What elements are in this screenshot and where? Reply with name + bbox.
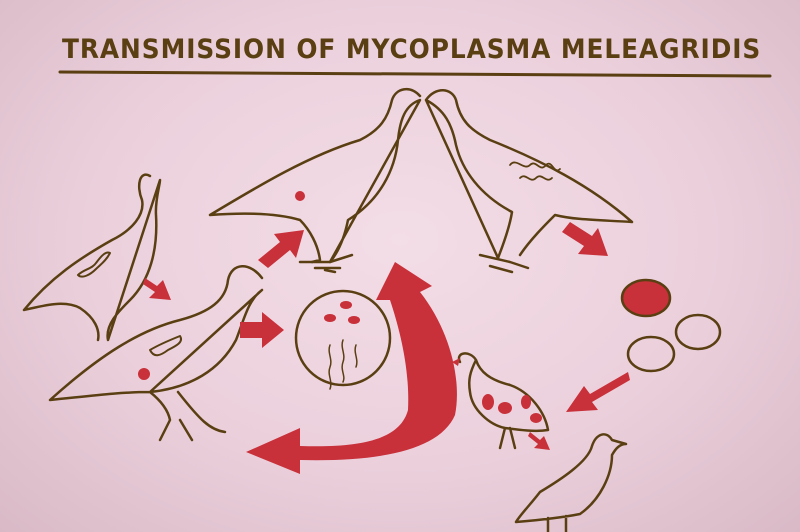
turkey-tom	[48, 265, 264, 442]
diagram-title: TRANSMISSION OF MYCOPLASMA MELEAGRIDIS	[62, 34, 762, 65]
poult-lesion	[498, 402, 512, 414]
reproductive-tract-tom	[149, 335, 182, 357]
arrow-hen-to-tom	[143, 278, 171, 300]
turkey-top-right-feet	[478, 253, 530, 274]
infection-site-tom	[138, 368, 150, 380]
poult-healthy	[514, 433, 628, 532]
mycoplasma-culture-circle	[294, 289, 392, 387]
turkey-top-right	[424, 89, 634, 260]
arrow-tom-to-culture	[240, 312, 284, 348]
turkey-top-left	[208, 88, 422, 264]
air-sac-coil	[509, 161, 561, 181]
mycoplasma-colony	[324, 314, 336, 322]
large-curved-arrow	[246, 262, 457, 474]
poult-lesion	[482, 394, 494, 410]
poult-lesion	[521, 395, 531, 409]
arrow-to-top-turkey	[258, 230, 304, 268]
poult-lesion	[530, 413, 542, 423]
title-underline	[58, 70, 772, 78]
egg-2	[626, 335, 676, 373]
turkey-top-left-feet	[298, 253, 354, 274]
egg-1	[674, 313, 722, 351]
arrow-turkey-to-egg	[562, 222, 608, 256]
mycoplasma-organisms	[328, 339, 358, 390]
poult-infected	[457, 352, 550, 450]
infection-site-top	[295, 191, 305, 201]
mycoplasma-colony	[340, 301, 352, 309]
turkey-hen-left	[22, 173, 162, 342]
poult-comb	[452, 358, 460, 366]
oviduct-left	[77, 251, 111, 278]
egg-infected	[620, 278, 672, 318]
arrow-poult-to-poult	[528, 432, 550, 450]
mycoplasma-colony	[348, 316, 360, 324]
arrow-egg-to-poult	[566, 372, 630, 412]
